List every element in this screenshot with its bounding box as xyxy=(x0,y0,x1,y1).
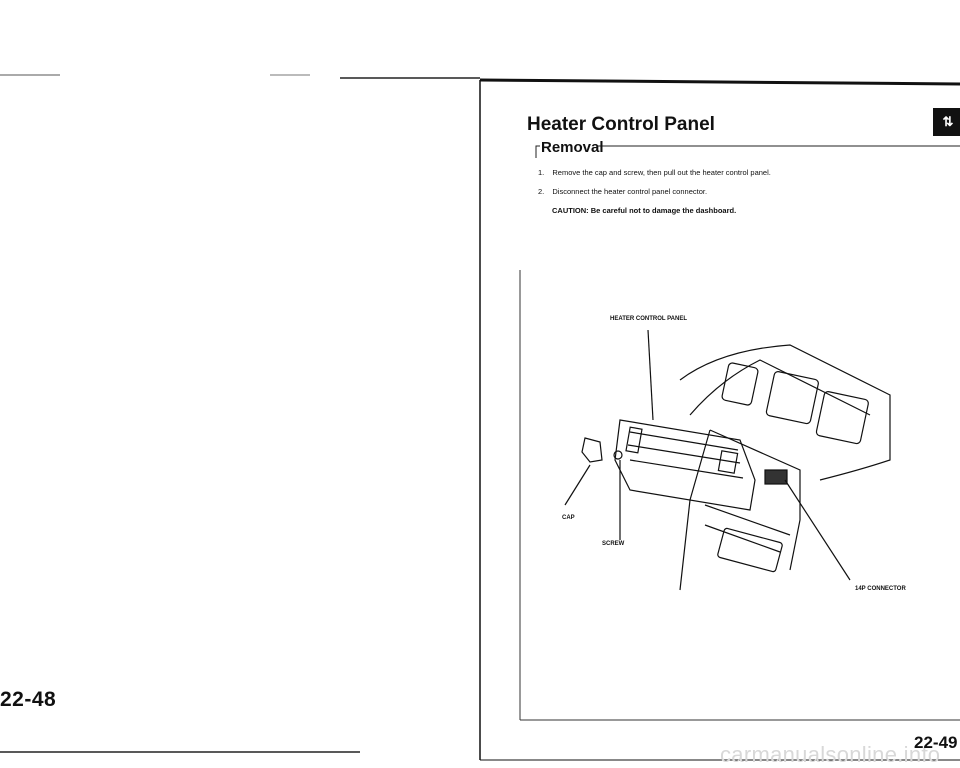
callout-14p-connector: 14P CONNECTOR xyxy=(855,586,906,592)
step-number: 2. xyxy=(538,187,545,196)
step-text: Disconnect the heater control panel conn… xyxy=(552,187,708,196)
step-2: 2. Disconnect the heater control panel c… xyxy=(538,187,707,196)
watermark: carmanualsonline.info xyxy=(720,742,941,767)
callout-cap: CAP xyxy=(562,515,575,521)
callout-heater-control-panel: HEATER CONTROL PANEL xyxy=(610,316,688,322)
page-title: Heater Control Panel xyxy=(527,114,715,135)
step-text: Remove the cap and screw, then pull out … xyxy=(552,168,771,177)
section-heading: Removal xyxy=(541,139,604,156)
heater-panel-illustration xyxy=(564,329,891,591)
step-number: 1. xyxy=(538,168,545,177)
page-number-left: 22-48 xyxy=(0,688,57,711)
callout-screw: SCREW xyxy=(602,541,625,547)
page-number-right: 22-49 xyxy=(914,733,958,752)
step-1: 1. Remove the cap and screw, then pull o… xyxy=(538,168,771,177)
heater-thermometer-icon: ⇅ xyxy=(933,108,960,136)
caution-note: CAUTION: Be careful not to damage the da… xyxy=(552,206,737,215)
